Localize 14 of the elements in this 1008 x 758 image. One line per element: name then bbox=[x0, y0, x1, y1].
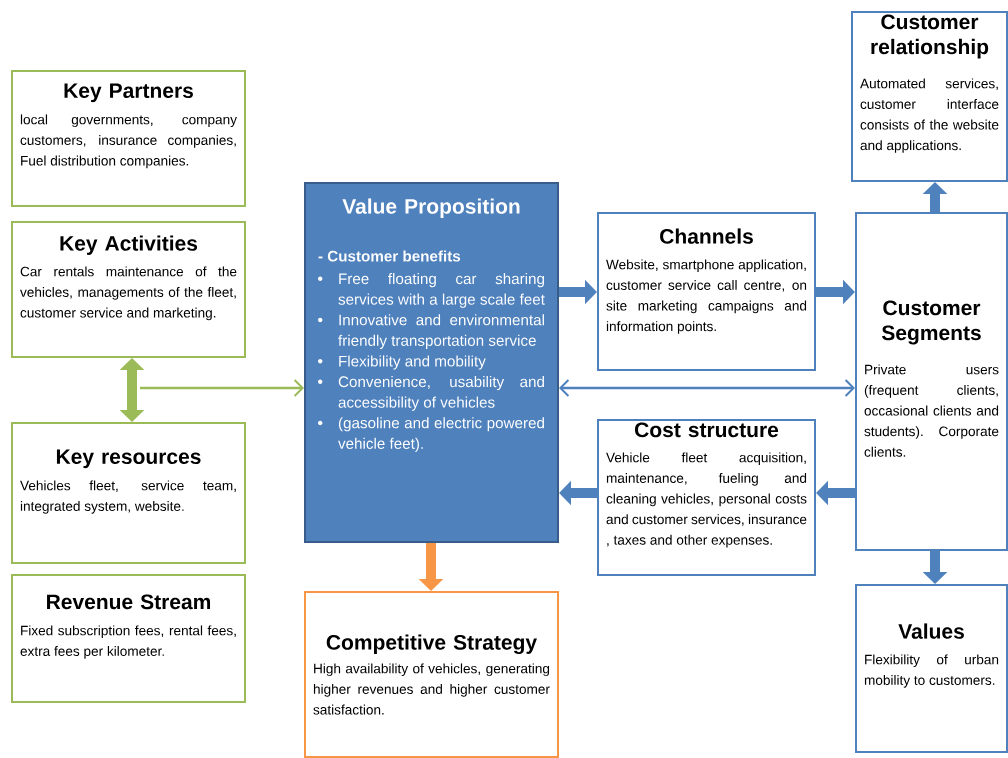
canvas-box: Key Activities Car rentals maintenance of the vehicles, managements of the fleet, customer service and marketing. bbox=[11, 221, 246, 358]
canvas-box: Customer Segments Private users (frequent clients, occasional clients and students). Corporate clients. bbox=[855, 212, 1008, 551]
block-arrow bbox=[119, 358, 145, 422]
canvas-box: Value Proposition - Customer benefits Free floating car sharing services with a large scale feet Innovative and environmental friendly transportation service Flexibility and mobility Convenience, usability and accessibility of vehicles (gasoline and electric powered vehicle feet). bbox=[304, 182, 559, 543]
canvas-box: Customer relationship Automated services, customer interface consists of the website and applications. bbox=[851, 11, 1008, 182]
arrow bbox=[559, 379, 855, 397]
canvas-box: Revenue Stream Fixed subscription fees, rental fees, extra fees per kilometer. bbox=[11, 574, 246, 703]
canvas-box: Competitive Strategy High availability of vehicles, generating higher revenues and higher customer satisfaction. bbox=[304, 591, 559, 758]
canvas-box: Values Flexibility of urban mobility to customers. bbox=[855, 584, 1008, 753]
canvas-box: Key resources Vehicles fleet, service team, integrated system, website. bbox=[11, 422, 246, 564]
canvas-box: Channels Website, smartphone application, customer service call centre, on site marketing campaigns and information points. bbox=[597, 212, 816, 371]
canvas-box: Cost structure Vehicle fleet acquisition, maintenance, fueling and cleaning vehicles, personal costs and customer services, insurance , taxes and other expenses. bbox=[597, 419, 816, 576]
canvas-box: Key Partners local governments, company customers, insurance companies, Fuel distribution companies. bbox=[11, 70, 246, 207]
arrow bbox=[140, 379, 304, 397]
